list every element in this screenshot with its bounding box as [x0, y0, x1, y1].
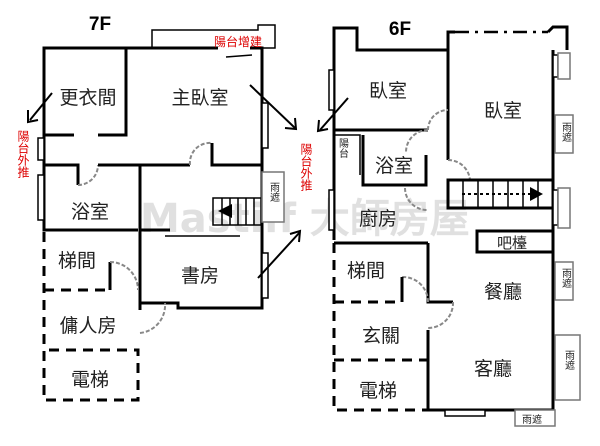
awning-box [261, 171, 285, 223]
door-swing [401, 275, 429, 303]
door-swing [109, 261, 139, 291]
awning-label: 雨遮 [560, 122, 572, 142]
awning-box [557, 187, 571, 229]
note-balcony-addition: 陽台增建 [214, 34, 262, 49]
wall [98, 48, 128, 137]
awning-box [514, 409, 556, 427]
room-maid: 傭人房 [59, 315, 116, 337]
room-master-bedroom: 主臥室 [171, 87, 228, 109]
awning-box [557, 52, 571, 80]
note-balcony-extended-right: 陽台外推 [299, 143, 313, 191]
room-bathroom: 浴室 [375, 155, 413, 177]
awning-box [554, 334, 581, 401]
note-balcony-extended-left: 陽台外推 [16, 130, 30, 178]
room-dining: 餐廳 [484, 281, 522, 303]
floor-label-7f: 7F [89, 14, 111, 35]
room-balcony: 陽台 [337, 138, 349, 159]
door-swing [139, 302, 167, 334]
awning-label: 雨遮 [563, 350, 575, 370]
awning-box [554, 261, 574, 301]
room-bedroom-left: 臥室 [369, 80, 407, 102]
room-stairwell: 梯間 [347, 260, 385, 282]
floor-6f: 6F [316, 19, 581, 427]
awning-label: 雨遮 [560, 268, 572, 288]
window [328, 189, 335, 231]
stair-direction-arrow-icon [218, 204, 232, 218]
wall [546, 25, 569, 50]
arrow-icon [27, 92, 53, 124]
room-kitchen: 廚房 [359, 207, 397, 230]
wall [44, 163, 80, 185]
window [261, 252, 269, 299]
window [37, 137, 45, 161]
arrow-icon [316, 97, 349, 133]
room-bedroom-right: 臥室 [484, 100, 522, 122]
room-living: 客廳 [474, 358, 512, 380]
floor-7f: 7F [16, 14, 313, 402]
wall [446, 30, 455, 50]
door-swing [188, 141, 213, 166]
stair-direction-arrow-icon [530, 187, 543, 201]
sliding-door [225, 54, 253, 58]
room-foyer: 玄關 [362, 325, 400, 347]
balcony-addition-outline [151, 24, 276, 49]
window [261, 102, 269, 149]
awning-label: 雨遮 [268, 182, 280, 202]
bar-counter [475, 229, 555, 254]
wall [426, 243, 453, 304]
watermark: Mastiff 大師房屋 [140, 196, 470, 242]
room-elevator: 電梯 [359, 380, 397, 402]
arrow-icon [257, 229, 302, 279]
room-bar: 吧檯 [497, 234, 527, 252]
window [328, 69, 335, 111]
door-swing [404, 187, 428, 211]
balcony-small-outline [335, 134, 361, 175]
room-stairwell: 梯間 [58, 250, 96, 272]
wall [361, 135, 428, 187]
room-bathroom: 浴室 [71, 201, 109, 223]
window [444, 409, 486, 417]
wall [210, 143, 262, 167]
arrow-icon [249, 84, 298, 131]
door-swing [405, 129, 429, 153]
door-swing [427, 109, 449, 131]
floor-label-6f: 6F [389, 19, 411, 40]
door-swing [447, 158, 471, 181]
room-elevator: 電梯 [71, 369, 109, 391]
staircase [212, 197, 262, 226]
door-swing [427, 301, 455, 329]
dashed-boundary [42, 232, 140, 402]
dashed-boundary [332, 243, 428, 412]
window [37, 174, 45, 221]
room-closet: 更衣間 [59, 87, 116, 109]
awning-label: 雨遮 [522, 413, 542, 426]
awning-box [554, 114, 574, 154]
room-study: 書房 [181, 265, 219, 287]
door-swing [77, 164, 99, 186]
